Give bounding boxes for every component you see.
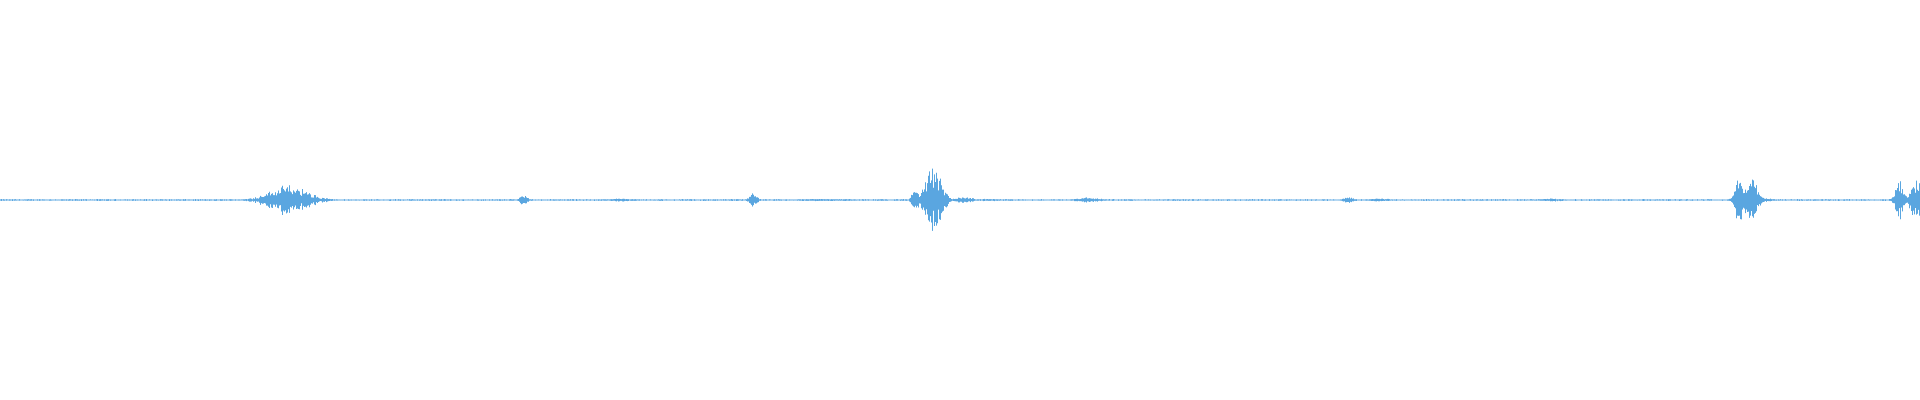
waveform-samples [0, 168, 1920, 231]
waveform-path [0, 168, 1920, 231]
